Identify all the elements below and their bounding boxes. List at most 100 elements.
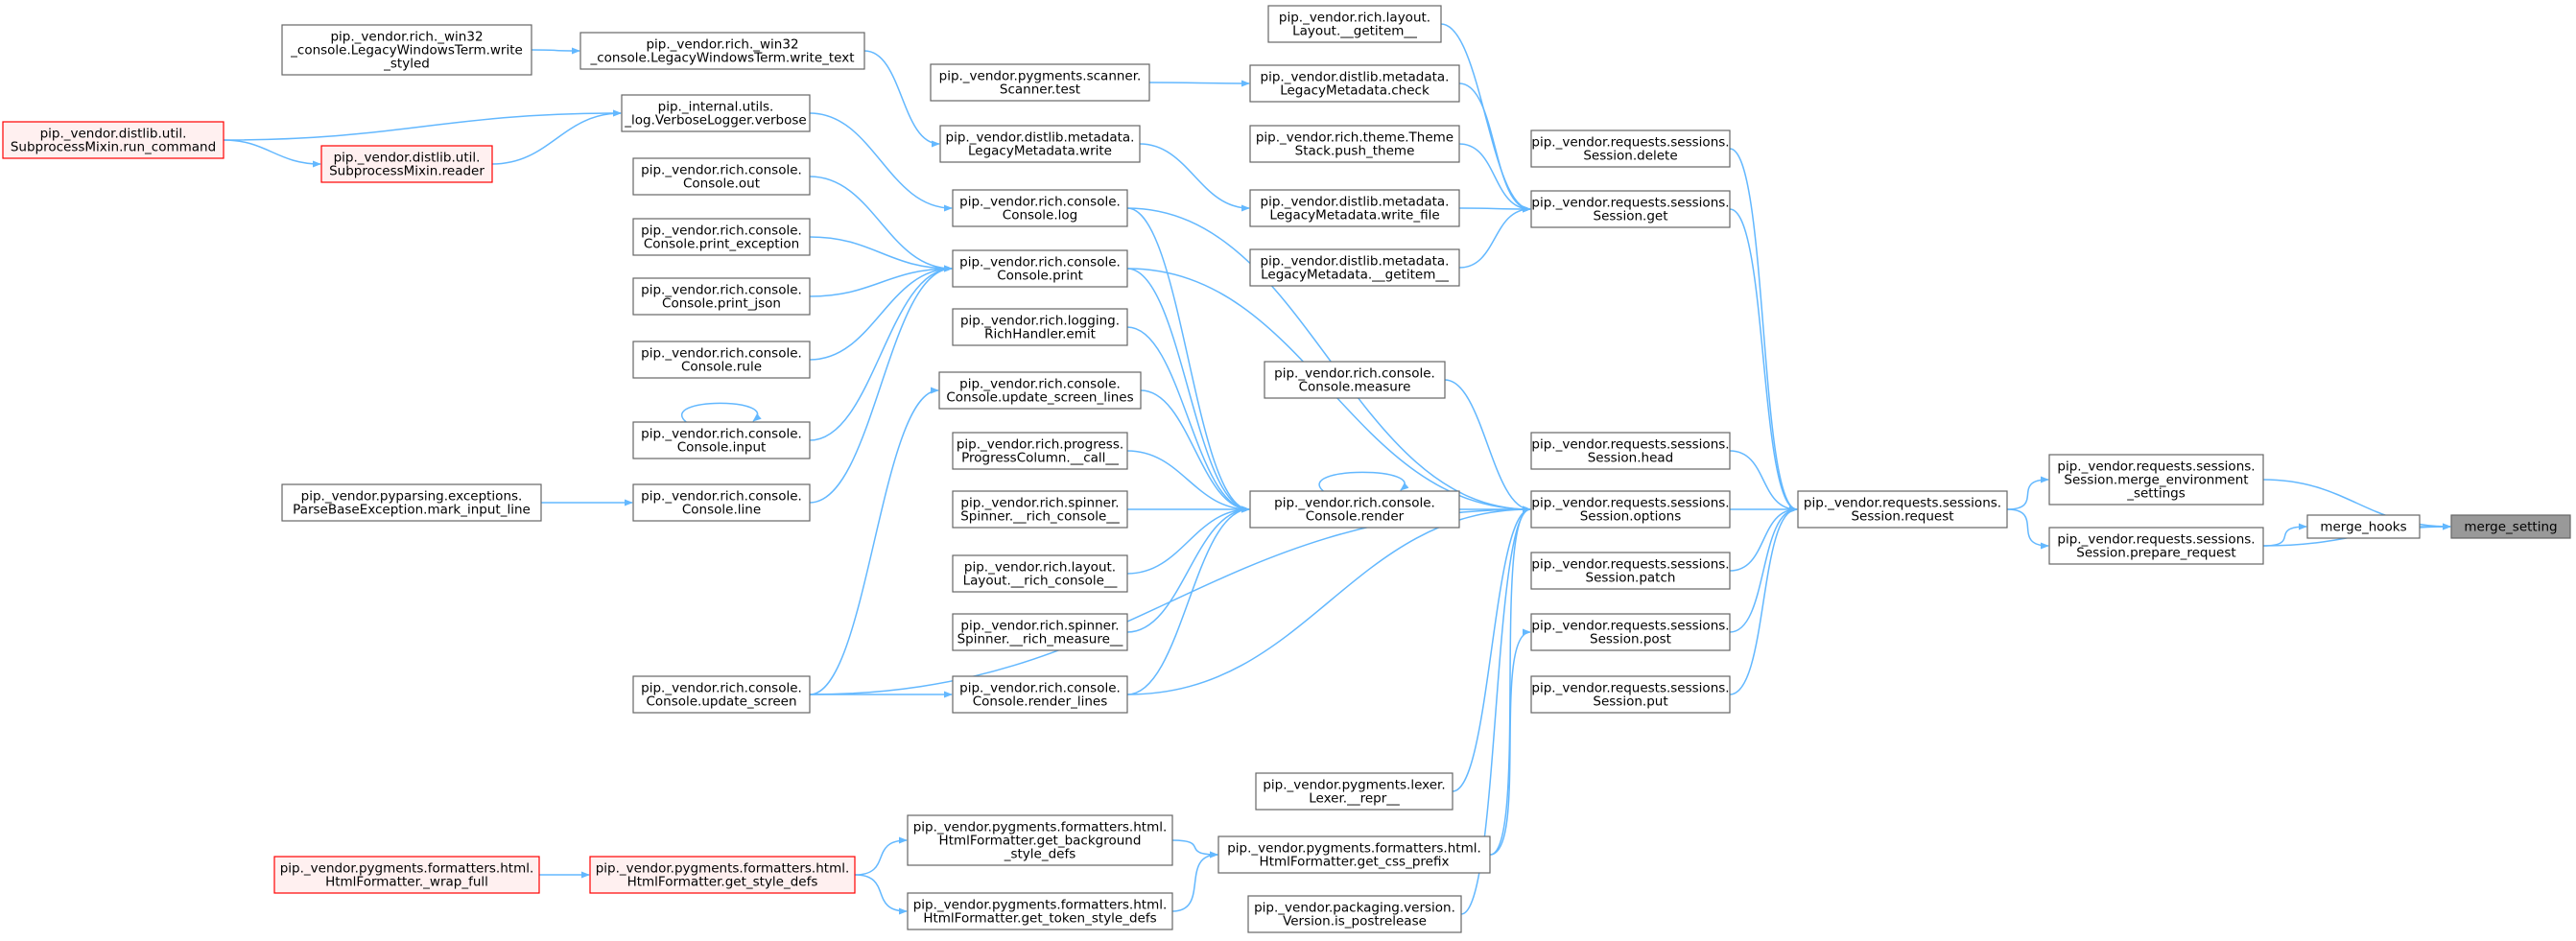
node-box[interactable] — [1530, 129, 1731, 168]
node-box[interactable] — [632, 218, 811, 256]
node-prepare-request[interactable]: pip._vendor.requests.sessions.Session.pr… — [2048, 527, 2264, 565]
node-verbose[interactable]: pip._internal.utils._log.VerboseLogger.v… — [621, 94, 811, 132]
node-metadata-write-file[interactable]: pip._vendor.distlib.metadata.LegacyMetad… — [1249, 189, 1460, 227]
node-box[interactable] — [273, 856, 540, 894]
node-delete[interactable]: pip._vendor.requests.sessions.Session.de… — [1530, 129, 1731, 168]
node-box[interactable] — [589, 856, 856, 894]
node-print-exception[interactable]: pip._vendor.rich.console.Console.print_e… — [632, 218, 811, 256]
node-parse-mark-input[interactable]: pip._vendor.pyparsing.exceptions.ParseBa… — [281, 483, 542, 522]
node-box[interactable] — [1249, 64, 1460, 103]
node-box[interactable] — [579, 32, 865, 70]
node-console-print[interactable]: pip._vendor.rich.console.Console.print — [952, 249, 1128, 288]
node-spinner-measure[interactable]: pip._vendor.rich.spinner.Spinner.__rich_… — [952, 613, 1128, 651]
node-wrap-full[interactable]: pip._vendor.pygments.formatters.html.Htm… — [273, 856, 540, 894]
node-box[interactable] — [1530, 675, 1731, 714]
node-background-style-defs[interactable]: pip._vendor.pygments.formatters.html.Htm… — [907, 814, 1173, 866]
node-box[interactable] — [1530, 432, 1731, 470]
node-box[interactable] — [2, 121, 225, 159]
node-box[interactable] — [939, 125, 1141, 163]
node-box[interactable] — [938, 371, 1142, 410]
node-console-rule[interactable]: pip._vendor.rich.console.Console.rule — [632, 341, 811, 379]
node-box[interactable] — [1264, 361, 1446, 399]
node-box[interactable] — [907, 814, 1173, 866]
node-console-measure[interactable]: pip._vendor.rich.console.Console.measure — [1264, 361, 1446, 399]
node-box[interactable] — [632, 157, 811, 196]
node-options[interactable]: pip._vendor.requests.sessions.Session.op… — [1530, 490, 1731, 529]
node-box[interactable] — [632, 421, 811, 459]
node-css-prefix[interactable]: pip._vendor.pygments.formatters.html.Htm… — [1217, 835, 1491, 874]
node-render-lines[interactable]: pip._vendor.rich.console.Console.render_… — [952, 675, 1128, 714]
node-console-log[interactable]: pip._vendor.rich.console.Console.log — [952, 189, 1128, 227]
node-box[interactable] — [952, 249, 1128, 288]
node-box[interactable] — [1255, 772, 1453, 811]
node-metadata-write[interactable]: pip._vendor.distlib.metadata.LegacyMetad… — [939, 125, 1141, 163]
node-box[interactable] — [930, 63, 1150, 102]
node-box[interactable] — [1249, 248, 1460, 287]
node-box[interactable] — [952, 189, 1128, 227]
node-request[interactable]: pip._vendor.requests.sessions.Session.re… — [1797, 490, 2008, 529]
node-box[interactable] — [2048, 454, 2264, 506]
node-patch[interactable]: pip._vendor.requests.sessions.Session.pa… — [1530, 552, 1731, 590]
node-merge-setting[interactable]: merge_setting — [2450, 514, 2571, 539]
node-console-out[interactable]: pip._vendor.rich.console.Console.out — [632, 157, 811, 196]
node-box[interactable] — [1249, 490, 1460, 529]
node-console-input[interactable]: pip._vendor.rich.console.Console.input — [632, 421, 811, 459]
node-progress-call[interactable]: pip._vendor.rich.progress.ProgressColumn… — [952, 432, 1128, 470]
node-box[interactable] — [952, 490, 1128, 529]
node-update-screen[interactable]: pip._vendor.rich.console.Console.update_… — [632, 675, 811, 714]
node-box[interactable] — [1797, 490, 2008, 529]
node-box[interactable] — [1267, 5, 1442, 43]
node-box[interactable] — [1217, 835, 1491, 874]
node-box[interactable] — [320, 145, 493, 183]
node-layout-getitem[interactable]: pip._vendor.rich.layout.Layout.__getitem… — [1267, 5, 1442, 43]
node-box[interactable] — [632, 277, 811, 316]
node-spinner-console[interactable]: pip._vendor.rich.spinner.Spinner.__rich_… — [952, 490, 1128, 529]
node-box[interactable] — [632, 483, 811, 522]
node-box[interactable] — [1530, 490, 1731, 529]
node-lexer-repr[interactable]: pip._vendor.pygments.lexer.Lexer.__repr_… — [1255, 772, 1453, 811]
node-layout-console[interactable]: pip._vendor.rich.layout.Layout.__rich_co… — [952, 554, 1128, 593]
node-box[interactable] — [1530, 552, 1731, 590]
node-box[interactable] — [952, 675, 1128, 714]
node-box[interactable] — [632, 341, 811, 379]
node-is-postrelease[interactable]: pip._vendor.packaging.version.Version.is… — [1247, 895, 1462, 933]
node-run-command[interactable]: pip._vendor.distlib.util.SubprocessMixin… — [2, 121, 225, 159]
node-write-text[interactable]: pip._vendor.rich._win32_console.LegacyWi… — [579, 32, 865, 70]
node-box[interactable] — [952, 432, 1128, 470]
node-box[interactable] — [952, 308, 1128, 346]
node-console-line[interactable]: pip._vendor.rich.console.Console.line — [632, 483, 811, 522]
node-token-style-defs[interactable]: pip._vendor.pygments.formatters.html.Htm… — [907, 892, 1173, 930]
node-update-screen-lines[interactable]: pip._vendor.rich.console.Console.update_… — [938, 371, 1142, 410]
node-box[interactable] — [2048, 527, 2264, 565]
node-head[interactable]: pip._vendor.requests.sessions.Session.he… — [1530, 432, 1731, 470]
node-richhandler-emit[interactable]: pip._vendor.rich.logging.RichHandler.emi… — [952, 308, 1128, 346]
node-get[interactable]: pip._vendor.requests.sessions.Session.ge… — [1530, 190, 1731, 228]
node-metadata-getitem[interactable]: pip._vendor.distlib.metadata.LegacyMetad… — [1249, 248, 1460, 287]
node-box[interactable] — [1530, 613, 1731, 651]
node-box[interactable] — [281, 483, 542, 522]
node-post[interactable]: pip._vendor.requests.sessions.Session.po… — [1530, 613, 1731, 651]
node-box[interactable] — [632, 675, 811, 714]
node-box[interactable] — [1249, 189, 1460, 227]
node-scanner-test[interactable]: pip._vendor.pygments.scanner.Scanner.tes… — [930, 63, 1150, 102]
node-put[interactable]: pip._vendor.requests.sessions.Session.pu… — [1530, 675, 1731, 714]
node-write-styled[interactable]: pip._vendor.rich._win32_console.LegacyWi… — [281, 24, 532, 76]
node-box[interactable] — [281, 24, 532, 76]
node-theme-push[interactable]: pip._vendor.rich.theme.ThemeStack.push_t… — [1249, 125, 1460, 163]
node-merge-env[interactable]: pip._vendor.requests.sessions.Session.me… — [2048, 454, 2264, 506]
node-box[interactable] — [2450, 514, 2571, 539]
node-box[interactable] — [2306, 514, 2421, 539]
node-merge-hooks[interactable]: merge_hooks — [2306, 514, 2421, 539]
node-box[interactable] — [907, 892, 1173, 930]
node-box[interactable] — [621, 94, 811, 132]
node-console-render[interactable]: pip._vendor.rich.console.Console.render — [1249, 490, 1460, 529]
node-box[interactable] — [952, 554, 1128, 593]
node-print-json[interactable]: pip._vendor.rich.console.Console.print_j… — [632, 277, 811, 316]
node-subprocess-reader[interactable]: pip._vendor.distlib.util.SubprocessMixin… — [320, 145, 493, 183]
node-box[interactable] — [1247, 895, 1462, 933]
node-box[interactable] — [952, 613, 1128, 651]
node-get-style-defs[interactable]: pip._vendor.pygments.formatters.html.Htm… — [589, 856, 856, 894]
node-metadata-check[interactable]: pip._vendor.distlib.metadata.LegacyMetad… — [1249, 64, 1460, 103]
node-box[interactable] — [1530, 190, 1731, 228]
node-box[interactable] — [1249, 125, 1460, 163]
